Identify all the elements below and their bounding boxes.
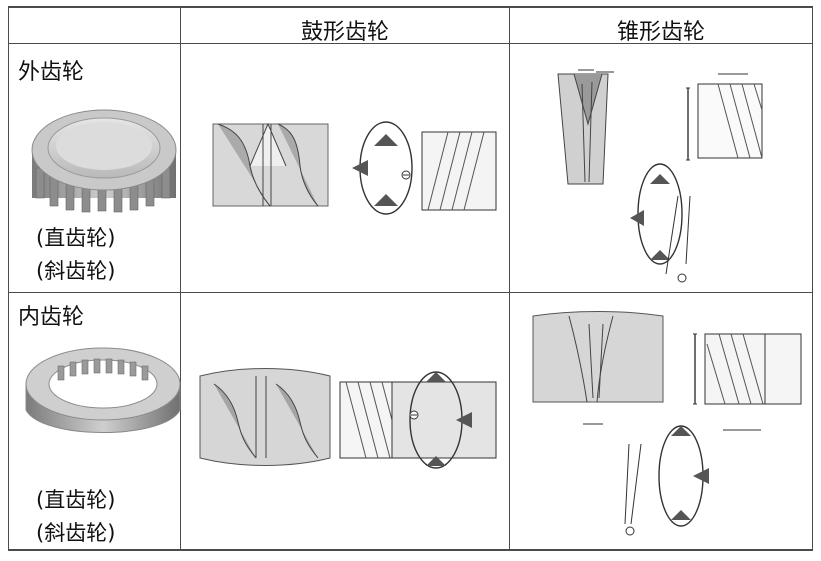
crowned-external-gear-diagram [212,121,497,215]
row-external-gear-type-1: (直齿轮) [36,226,116,250]
grid-right [812,6,813,551]
grid-header-bottom [8,43,813,44]
header-tapered-gear: 锥形齿轮 [616,20,705,45]
row-internal-gear-type-2: (斜齿轮) [36,521,116,545]
comparison-table: 鼓形齿轮 锥形齿轮 外齿轮 [8,6,813,551]
crowned-internal-gear-diagram [199,368,497,469]
grid-top [8,6,813,8]
grid-col-divider-2 [509,6,510,551]
row-external-gear-type-2: (斜齿轮) [36,259,116,283]
grid-bottom [8,549,813,551]
row-external-gear-title: 外齿轮 [18,60,85,85]
grid-left [8,6,9,551]
grid-row-divider [8,292,813,293]
internal-ring-gear-icon [25,347,181,433]
tapered-internal-gear-diagram [532,311,802,536]
tapered-external-gear-diagram [557,69,763,283]
grid-col-divider-1 [180,6,181,551]
header-crowned-gear: 鼓形齿轮 [300,20,389,45]
row-internal-gear-type-1: (直齿轮) [36,488,116,512]
row-internal-gear-title: 内齿轮 [18,305,85,330]
external-spur-gear-icon [31,109,177,213]
